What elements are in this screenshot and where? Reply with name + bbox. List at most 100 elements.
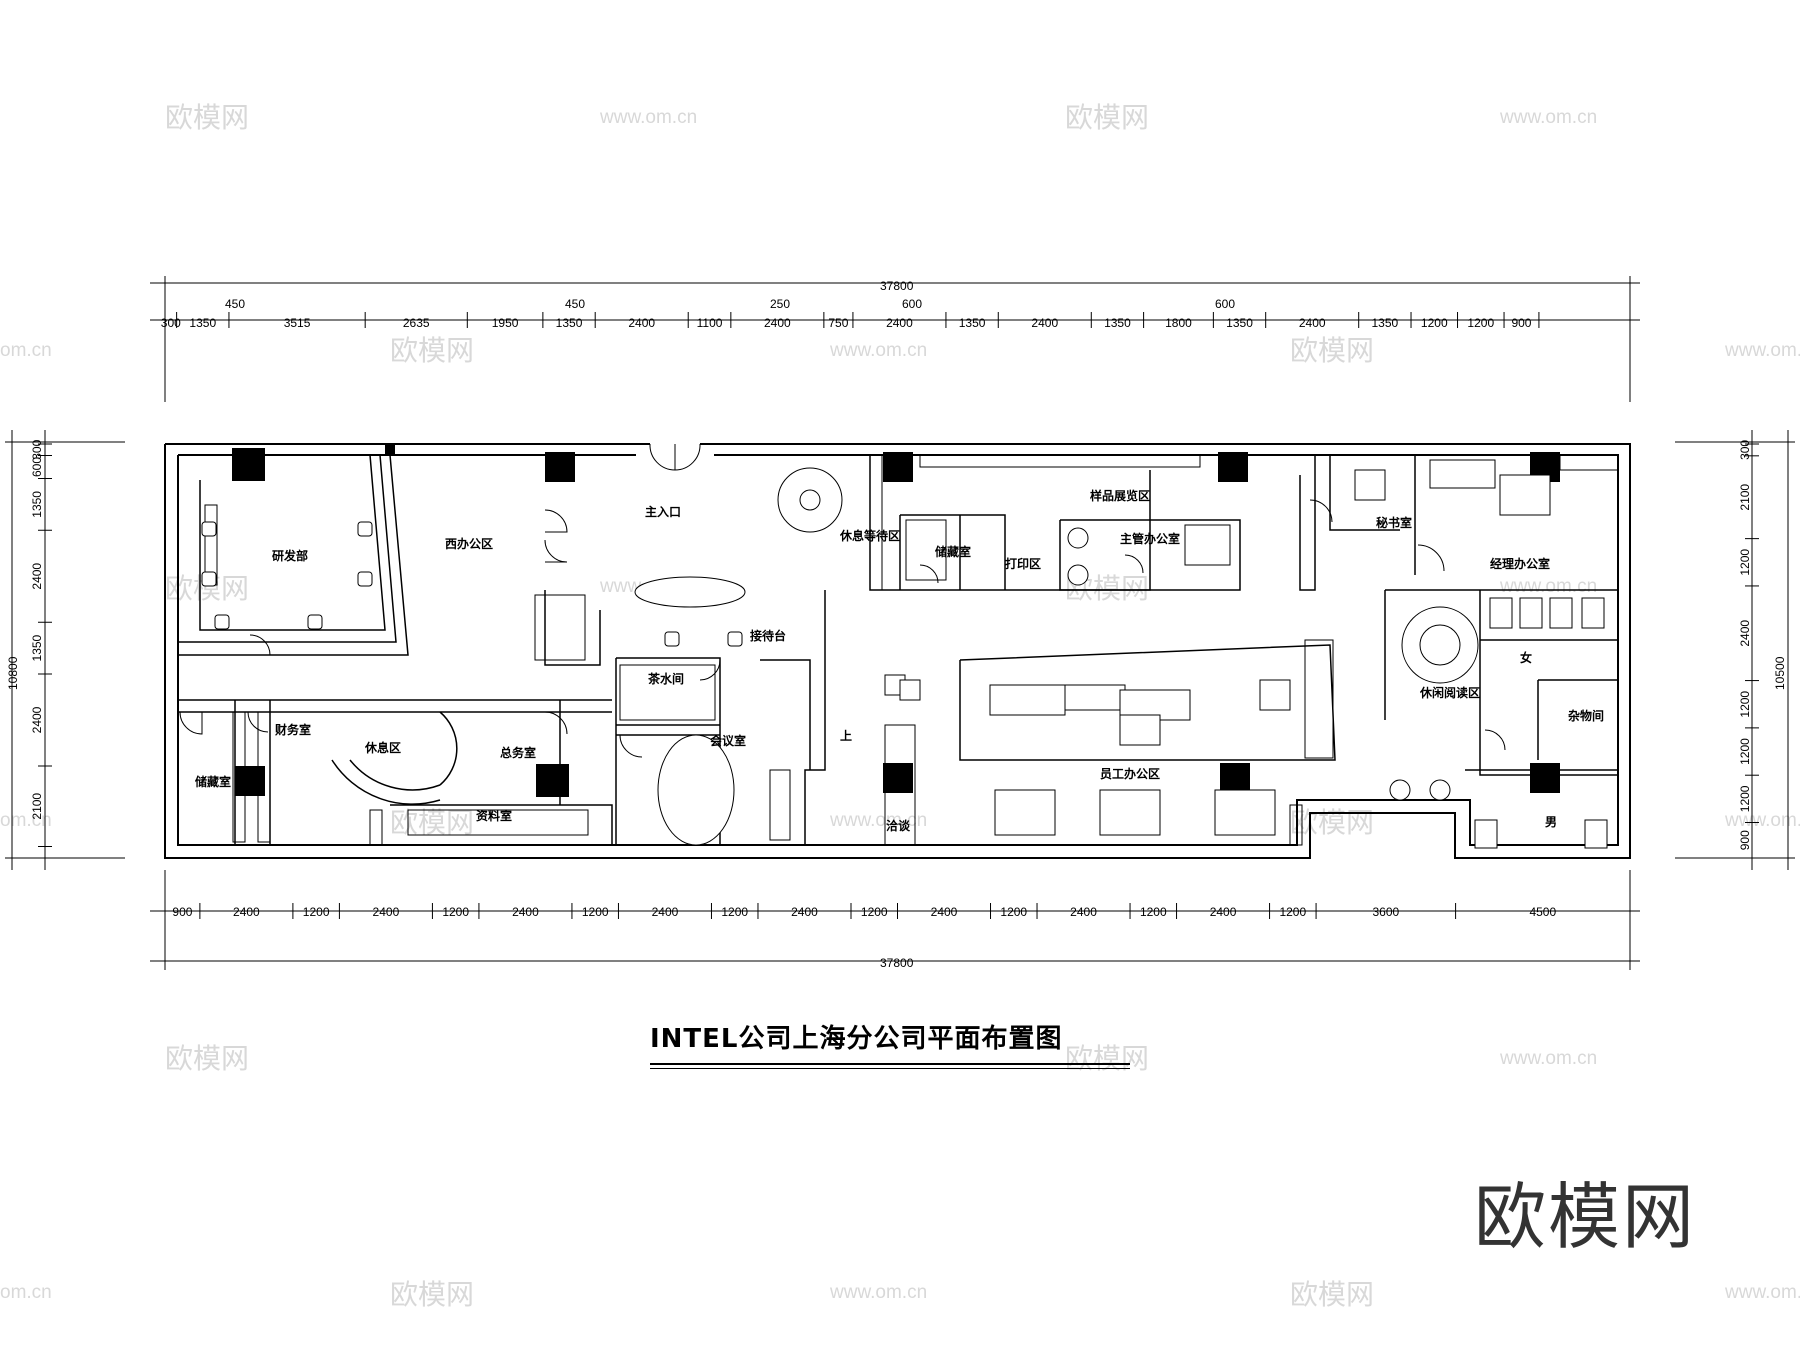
watermark-url: www.om.cn xyxy=(829,340,927,361)
top-chain-upper-label: 250 xyxy=(770,297,790,311)
watermark-url: www.om.cn xyxy=(1724,340,1800,361)
chair xyxy=(1429,779,1451,801)
bottom-chain-label: 900 xyxy=(172,905,192,919)
watermark-url: www.om.cn xyxy=(1499,107,1597,128)
watermark-url: om.cn xyxy=(0,810,52,831)
door-swings xyxy=(179,443,1506,758)
top-chain-upper-label: 450 xyxy=(225,297,245,311)
label-general-affairs: 总务室 xyxy=(500,745,536,760)
wc-stall xyxy=(1519,597,1543,629)
label-negotiation: 洽谈 xyxy=(886,818,911,833)
right-chain-label: 2400 xyxy=(1738,620,1752,647)
wc-stall xyxy=(1474,819,1498,849)
title-underline-thin xyxy=(650,1068,1130,1069)
plant xyxy=(899,679,921,701)
title-underline xyxy=(650,1063,1130,1065)
bottom-chain-label: 1200 xyxy=(582,905,609,919)
chair xyxy=(1389,779,1411,801)
left-chain-label: 600 xyxy=(30,457,44,477)
top-chain-label: 1350 xyxy=(189,316,216,330)
watermark: 欧模网 xyxy=(1065,1042,1149,1075)
watermark: 欧模网 xyxy=(390,1278,474,1311)
desk xyxy=(989,684,1066,716)
overall-depth-left: 10800 xyxy=(6,656,20,690)
chair xyxy=(214,614,230,630)
top-chain-upper-label: 450 xyxy=(565,297,585,311)
chair xyxy=(1067,564,1089,586)
bottom-chain-label: 2400 xyxy=(373,905,400,919)
watermark-url: www.om.cn xyxy=(1499,576,1597,597)
top-chain-label: 2400 xyxy=(1299,316,1326,330)
bottom-chain-label: 2400 xyxy=(512,905,539,919)
top-chain-label: 1200 xyxy=(1467,316,1494,330)
room-labels: 研发部 西办公区 主入口 休息等待区 样品展览区 储藏室 打印区 主管办公室 秘… xyxy=(195,488,1604,833)
watermark: 欧模网 xyxy=(165,101,249,134)
label-male-wc: 男 xyxy=(1545,815,1557,829)
top-chain-label: 2400 xyxy=(1031,316,1058,330)
dimension-lines xyxy=(5,276,1795,970)
bottom-chain-label: 1200 xyxy=(1140,905,1167,919)
watermark-url: www.om.cn xyxy=(599,107,697,128)
wc-stall xyxy=(1584,819,1608,849)
bottom-chain-label: 2400 xyxy=(233,905,260,919)
bottom-chain-label: 4500 xyxy=(1529,905,1556,919)
chair xyxy=(1067,527,1089,549)
desk xyxy=(1119,714,1161,746)
label-sundries: 杂物间 xyxy=(1568,708,1604,723)
bottom-chain-label: 1200 xyxy=(442,905,469,919)
chair xyxy=(201,521,217,537)
top-chain-label: 300 xyxy=(161,316,181,330)
label-rest-area: 休息区 xyxy=(364,740,401,755)
overall-width-bottom: 37800 xyxy=(880,956,914,970)
top-chain-label: 1800 xyxy=(1165,316,1192,330)
left-chain-label: 1350 xyxy=(30,491,44,518)
top-chain-upper-label: 600 xyxy=(902,297,922,311)
desk xyxy=(1099,789,1161,836)
watermark-url: om.cn xyxy=(0,1282,52,1303)
label-supervisor-office: 主管办公室 xyxy=(1120,531,1180,546)
desk xyxy=(1354,469,1386,501)
left-chain-label: 300 xyxy=(30,439,44,459)
reception-counter xyxy=(634,576,746,608)
left-chain-label: 2400 xyxy=(30,706,44,733)
left-chain-label: 2400 xyxy=(30,563,44,590)
top-chain-label: 1350 xyxy=(1372,316,1399,330)
watermark-url: www.om.cn xyxy=(829,810,927,831)
label-storage-1: 储藏室 xyxy=(935,544,971,559)
overall-depth-right: 10500 xyxy=(1773,656,1787,690)
dimension-ticks xyxy=(38,312,1759,919)
wc-stall xyxy=(1489,597,1513,629)
watermark-url: www.om.cn xyxy=(829,1282,927,1303)
chair xyxy=(201,571,217,587)
bottom-chain-label: 2400 xyxy=(652,905,679,919)
label-west-office: 西办公区 xyxy=(445,536,493,551)
right-chain-label: 300 xyxy=(1738,440,1752,460)
label-female-wc: 女 xyxy=(1520,650,1532,665)
structural-columns xyxy=(232,444,1560,797)
site-logo: 欧模网 xyxy=(1474,1175,1697,1259)
wc-stall xyxy=(1549,597,1573,629)
bottom-chain-label: 2400 xyxy=(1070,905,1097,919)
desk xyxy=(994,789,1056,836)
watermark-url: www.om.cn xyxy=(1724,1282,1800,1303)
bottom-chain-label: 3600 xyxy=(1372,905,1399,919)
bottom-chain-label: 2400 xyxy=(931,905,958,919)
label-lounge-waiting: 休息等待区 xyxy=(839,528,900,543)
top-chain-label: 1100 xyxy=(697,316,723,330)
drawing-title: INTEL公司上海分公司平面布置图 xyxy=(650,1024,1063,1054)
label-reading-lounge: 休闲阅读区 xyxy=(1419,685,1480,700)
watermark: 欧模网 xyxy=(165,1042,249,1075)
bottom-chain-label: 1200 xyxy=(861,905,888,919)
top-chain-upper-label: 600 xyxy=(1215,297,1235,311)
desk xyxy=(1259,679,1291,711)
bottom-chain-label: 1200 xyxy=(721,905,748,919)
bottom-chain-label: 1200 xyxy=(1279,905,1306,919)
top-chain-label: 900 xyxy=(1511,316,1531,330)
label-secretary: 秘书室 xyxy=(1376,515,1412,530)
bottom-chain-label: 1200 xyxy=(303,905,330,919)
watermarks: 欧模网 www.om.cn 欧模网 www.om.cn om.cn 欧模网 ww… xyxy=(0,101,1800,1311)
watermark: 欧模网 xyxy=(390,806,474,839)
top-chain-label: 1350 xyxy=(556,316,583,330)
label-finance: 财务室 xyxy=(274,722,311,737)
